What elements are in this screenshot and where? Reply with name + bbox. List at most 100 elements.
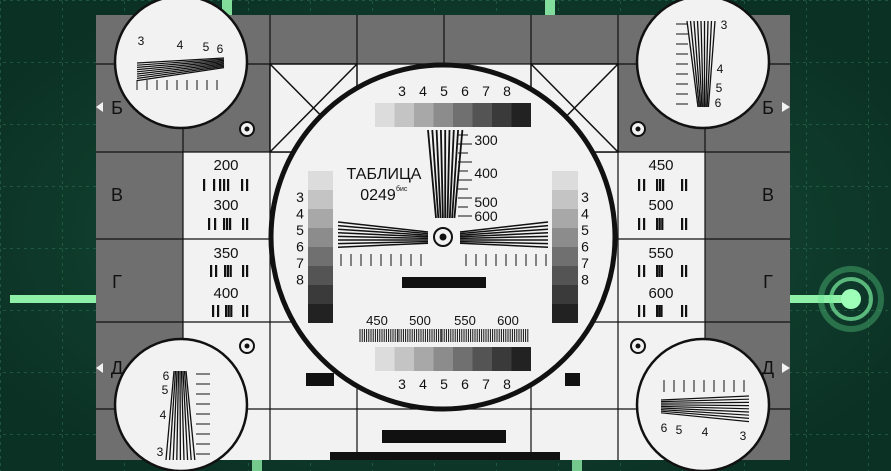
right-wedge-line (459, 228, 549, 236)
gray-num-top: 4 (419, 83, 427, 99)
res-bar (658, 305, 661, 317)
black-bar-bottom (330, 452, 560, 460)
fan-line (168, 370, 177, 461)
res-bar (223, 179, 226, 191)
res-label-400: 400 (213, 285, 238, 302)
letter-g-left: Г (112, 272, 122, 292)
fan-br-label-5: 5 (676, 423, 683, 437)
vert-label-600: 600 (474, 208, 498, 224)
central-circle-content (203, 103, 688, 371)
letter-b-right: Б (762, 98, 774, 118)
gray-step-top (492, 103, 512, 127)
fan-line (707, 20, 716, 108)
gray-num-right: 8 (581, 272, 589, 288)
fan-bl-label-6: 6 (163, 369, 170, 383)
res-bar (212, 305, 215, 317)
res-label-300: 300 (213, 197, 238, 214)
fan-line (183, 370, 192, 461)
fan-line (136, 63, 225, 75)
res-bar (246, 179, 249, 191)
gray-step-bottom (433, 347, 453, 371)
gray-num-left: 4 (296, 206, 304, 222)
fan-line (185, 370, 196, 461)
corner-circle-bottom-left: 6 5 4 3 (113, 337, 249, 471)
res-bar (229, 218, 232, 230)
res-bar (685, 179, 688, 191)
black-block-right (565, 373, 580, 386)
glow-node-outer (818, 266, 884, 332)
res-bar (230, 305, 233, 317)
target-dot (244, 126, 250, 132)
vertical-wedge-line (427, 129, 437, 219)
left-wedge-line (337, 232, 429, 238)
gray-step-bottom (453, 347, 473, 371)
horiz-label-550: 550 (454, 313, 476, 328)
res-bar (685, 265, 688, 277)
res-label-200: 200 (213, 157, 238, 174)
res-bar (203, 179, 206, 191)
horiz-label-600: 600 (497, 313, 519, 328)
res-label-550: 550 (648, 245, 673, 262)
fan-tl-label-6: 6 (217, 42, 224, 56)
res-bar (227, 179, 230, 191)
res-bar (242, 305, 245, 317)
letter-v-right: В (762, 185, 774, 205)
fan-line (660, 409, 750, 416)
test-card: ТАБЛИЦА 0249 бис Б Б В В Г Г Д Д 200 300… (96, 0, 790, 471)
res-bar (660, 265, 663, 277)
gray-num-left: 7 (296, 255, 304, 271)
right-wedge-line (459, 235, 549, 240)
gray-num-left: 8 (296, 272, 304, 288)
res-bar (638, 305, 641, 317)
vertical-wedge-line (448, 129, 455, 219)
vertical-wedge-line (453, 129, 464, 219)
fan-line (660, 395, 750, 401)
res-bar (660, 305, 663, 317)
card-number: 0249 (360, 187, 396, 204)
res-bar (643, 305, 646, 317)
res-bar (226, 265, 229, 277)
gray-step-top (472, 103, 492, 127)
target-markers (239, 121, 646, 354)
right-wedge-line (459, 240, 549, 245)
res-bar (685, 218, 688, 230)
fan-line (136, 61, 225, 71)
left-wedge-line (337, 235, 429, 240)
gray-step-left (308, 285, 333, 304)
res-label-600: 600 (648, 285, 673, 302)
right-letter-tiles (705, 152, 790, 322)
gray-num-top: 7 (482, 83, 490, 99)
gray-num-bottom: 3 (398, 376, 406, 392)
resolution-labels: 200 300 350 400 450 500 550 600 (213, 157, 673, 302)
res-bar (227, 305, 230, 317)
gray-step-left (308, 304, 333, 323)
gray-step-left (308, 247, 333, 266)
left-wedge-line (337, 221, 429, 233)
res-bar (656, 179, 659, 191)
res-bar (242, 265, 245, 277)
res-bar (214, 218, 217, 230)
trace-bottom-right (572, 458, 582, 471)
gray-step-bottom (472, 347, 492, 371)
res-bar (656, 218, 659, 230)
glow-node-core[interactable] (841, 289, 861, 309)
center-target-dot (439, 233, 447, 241)
res-bar (225, 305, 228, 317)
fan-line (705, 20, 709, 108)
res-bar (638, 179, 641, 191)
res-bar (656, 265, 659, 277)
res-label-450: 450 (648, 157, 673, 174)
letter-g-right: Г (763, 272, 773, 292)
vertical-wedge-line (446, 129, 451, 219)
res-bar (681, 179, 684, 191)
res-bar (658, 218, 661, 230)
trace-right (790, 295, 850, 303)
fan-line (136, 65, 225, 79)
res-bar (662, 179, 665, 191)
gray-step-bottom (492, 347, 512, 371)
gray-step-left (308, 228, 333, 247)
arrow-left-d (96, 363, 103, 373)
fan-bl-label-4: 4 (160, 408, 167, 422)
fan-line (136, 59, 225, 68)
